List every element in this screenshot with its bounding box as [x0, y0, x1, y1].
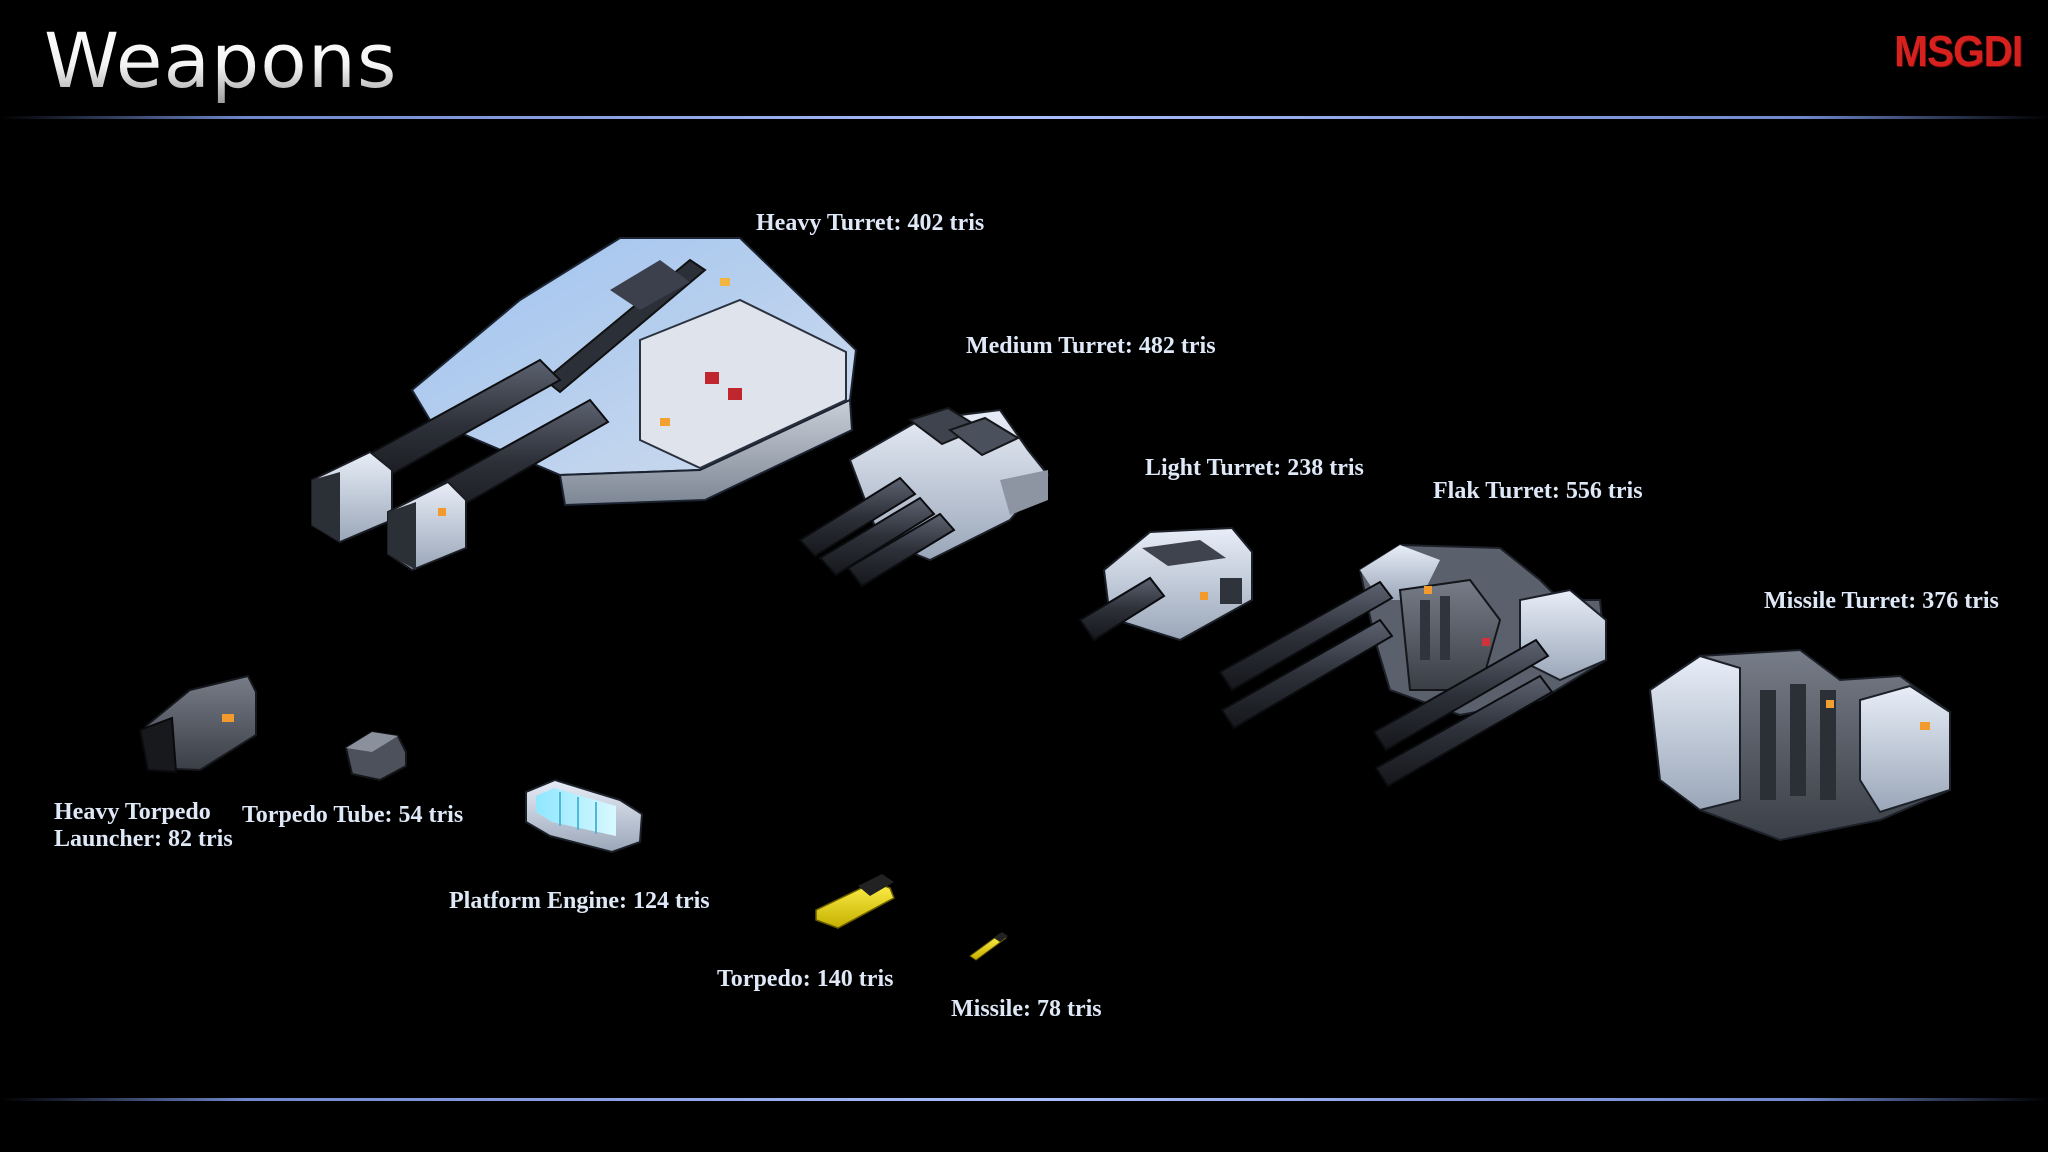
label-light-turret: Light Turret: 238 tris — [1145, 455, 1364, 481]
label-heavy-torpedo-launcher: Heavy Torpedo Launcher: 82 tris — [54, 799, 233, 853]
msgdi-logo: MSGDI — [1893, 27, 2023, 76]
missile-model — [969, 932, 1008, 961]
medium-turret-model — [798, 406, 1050, 588]
label-missile: Missile: 78 tris — [951, 996, 1102, 1022]
platform-engine-model — [525, 778, 644, 854]
flak-turret-model — [1218, 543, 1608, 788]
missile-turret-model — [1648, 648, 1951, 842]
bottom-divider — [0, 1098, 2048, 1101]
label-flak-turret: Flak Turret: 556 tris — [1433, 478, 1643, 504]
page-title: Weapons — [44, 16, 398, 105]
label-torpedo-tube: Torpedo Tube: 54 tris — [242, 802, 464, 828]
top-divider — [0, 116, 2048, 119]
light-turret-model — [1078, 526, 1253, 642]
label-heavy-torpedo-launcher-line2: Launcher: 82 tris — [54, 826, 233, 852]
torpedo-tube-model — [344, 730, 407, 782]
label-torpedo: Torpedo: 140 tris — [717, 966, 894, 992]
torpedo-model — [815, 874, 895, 929]
label-platform-engine: Platform Engine: 124 tris — [449, 888, 710, 914]
label-heavy-turret: Heavy Turret: 402 tris — [756, 210, 985, 236]
heavy-turret-model — [311, 237, 858, 572]
label-medium-turret: Medium Turret: 482 tris — [966, 333, 1216, 359]
label-missile-turret: Missile Turret: 376 tris — [1764, 588, 1999, 614]
heavy-torpedo-launcher-model — [138, 674, 257, 774]
label-heavy-torpedo-launcher-line1: Heavy Torpedo — [54, 799, 211, 825]
